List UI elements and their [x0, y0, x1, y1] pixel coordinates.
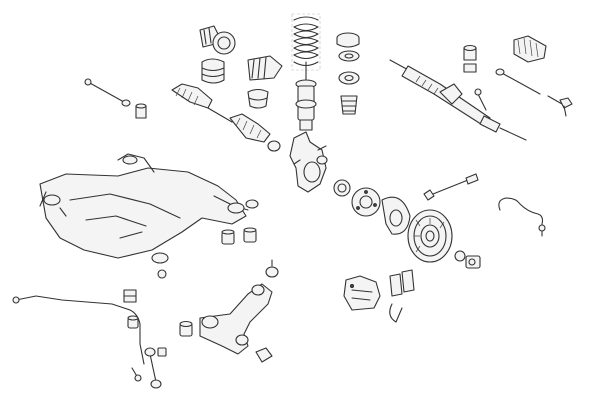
rack-bushing[interactable]: [463, 44, 477, 73]
brake-pads[interactable]: [389, 269, 415, 323]
cv-boot-small[interactable]: [247, 88, 269, 109]
anti-roll-bar[interactable]: [12, 295, 145, 382]
shock-absorber[interactable]: [295, 61, 317, 131]
steering-rack[interactable]: [389, 59, 527, 141]
stabilizer-link[interactable]: [144, 347, 167, 389]
inner-tie-rod-right[interactable]: [495, 68, 541, 95]
tie-rod-end[interactable]: [547, 95, 573, 117]
brake-disc[interactable]: [407, 209, 453, 263]
control-arm-bushing[interactable]: [179, 320, 193, 337]
subframe-mounts[interactable]: [221, 199, 259, 245]
brake-hose[interactable]: [498, 197, 546, 237]
stabilizer-bushings[interactable]: [123, 289, 139, 329]
control-arm[interactable]: [199, 283, 273, 355]
bump-stop[interactable]: [340, 95, 358, 115]
rubber-bushing-left[interactable]: [135, 103, 147, 119]
brake-caliper[interactable]: [343, 275, 381, 311]
strut-mount-top[interactable]: [336, 32, 360, 85]
wheel-hub[interactable]: [351, 187, 381, 217]
steering-knuckle[interactable]: [289, 131, 328, 193]
drive-shaft[interactable]: [171, 83, 281, 152]
wheel-bearing[interactable]: [333, 179, 351, 197]
cv-boot-mid-2[interactable]: [247, 55, 283, 81]
abs-sensor[interactable]: [423, 173, 479, 201]
cv-boot-top-2[interactable]: [212, 31, 236, 55]
cv-boot-mid-1[interactable]: [201, 58, 225, 84]
wheel-bolt[interactable]: [454, 250, 481, 269]
front-subframe[interactable]: [39, 153, 249, 279]
brake-shield[interactable]: [381, 196, 411, 235]
steering-boot[interactable]: [513, 35, 547, 63]
inner-tie-rod-left[interactable]: [84, 78, 131, 107]
ball-joint[interactable]: [255, 259, 279, 363]
